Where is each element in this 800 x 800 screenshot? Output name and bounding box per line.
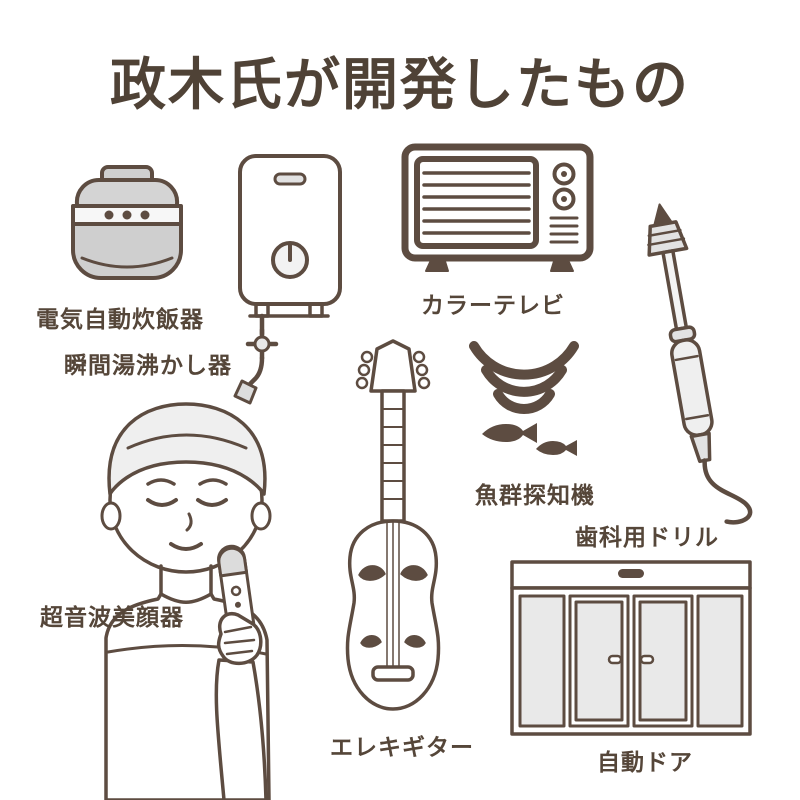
door-sensor [618, 569, 644, 578]
eyebrow [146, 478, 176, 486]
rice-cooker-icon [71, 165, 183, 280]
page-title: 政木氏が開発したもの [110, 53, 690, 116]
strings [386, 520, 400, 668]
hair-towel [107, 402, 267, 496]
automatic-door-icon [510, 560, 752, 736]
facial-device-illustration [48, 398, 298, 800]
facial-device-user-icon [100, 402, 272, 800]
fish-finder-label: 魚群探知機 [475, 482, 595, 508]
body-ornament [400, 565, 428, 581]
ear [250, 501, 272, 531]
water-heater-label: 瞬間湯沸かし器 [64, 352, 232, 378]
water-heater-icon [233, 154, 342, 405]
automatic-door-illustration [506, 556, 756, 741]
door-handle [607, 654, 623, 665]
dental-drill-label: 歯科用ドリル [575, 524, 719, 550]
nose [185, 512, 193, 532]
fish-finder-icon [469, 341, 579, 456]
bridge [371, 665, 415, 682]
fingers [223, 625, 256, 656]
door-handle [639, 654, 655, 665]
water-heater-illustration [222, 148, 357, 408]
closed-eye [146, 498, 178, 507]
electric-guitar-icon [345, 339, 441, 711]
forearm [214, 658, 268, 800]
mouth [169, 542, 203, 551]
side-glass-panel [696, 594, 744, 728]
facial-device-label: 超音波美顔器 [40, 604, 184, 630]
body-ornament [360, 635, 382, 648]
fish-icon [482, 423, 577, 456]
frets [381, 408, 405, 500]
side-glass-panel [518, 594, 566, 728]
color-tv-illustration [400, 142, 595, 277]
rice-cooker-illustration [52, 158, 202, 293]
body-ornament [358, 565, 386, 581]
color-tv-icon [401, 143, 594, 272]
automatic-door-label: 自動ドア [597, 749, 693, 775]
electric-guitar-illustration [325, 335, 460, 725]
ear [100, 501, 122, 531]
dental-drill-illustration [612, 200, 762, 525]
headstock [369, 339, 417, 393]
closed-eye [196, 498, 228, 507]
electric-guitar-label: エレキギター [330, 734, 474, 760]
neck [380, 389, 406, 523]
eyebrow [198, 478, 228, 486]
body-ornament [404, 635, 426, 648]
dental-drill-icon [647, 203, 753, 525]
sonar-waves-icon [469, 341, 579, 415]
rice-cooker-label: 電気自動炊飯器 [36, 306, 204, 332]
color-tv-label: カラーテレビ [421, 292, 565, 318]
fish-finder-illustration [460, 328, 588, 463]
